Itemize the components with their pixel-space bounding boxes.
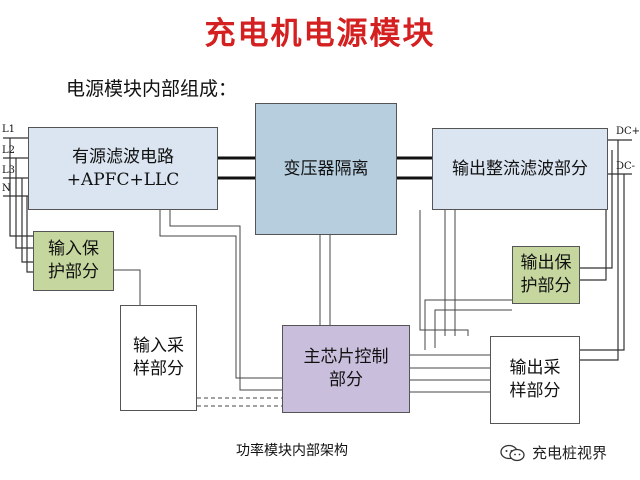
controller-block: 主芯片控制 部分 [282, 325, 410, 413]
input-protect-block: 输入保 护部分 [33, 231, 114, 291]
port-l2: L2 [2, 145, 16, 156]
transformer-block: 变压器隔离 [255, 103, 397, 235]
wechat-icon [500, 444, 525, 461]
input-sample-block: 输入采 样部分 [120, 305, 197, 411]
rectifier-block: 输出整流滤波部分 [432, 128, 608, 210]
port-l1: L1 [2, 124, 16, 135]
watermark: 充电桩视界 [500, 442, 607, 463]
port-dc-plus: DC+ [616, 126, 640, 137]
input-lines [3, 137, 33, 273]
output-protect-block: 输出保 护部分 [512, 246, 580, 304]
port-l3: L3 [2, 165, 16, 176]
output-sample-block: 输出采 样部分 [490, 336, 580, 424]
dashed-link [197, 397, 282, 407]
output-lines [580, 139, 632, 361]
page-title: 充电机电源模块 [204, 16, 436, 52]
signal-lines [114, 210, 512, 393]
subtitle: 电源模块内部组成： [66, 78, 238, 100]
port-n: N [2, 183, 11, 194]
figure-caption: 功率模块内部架构 [236, 443, 348, 459]
watermark-text: 充电桩视界 [532, 444, 608, 462]
power-lines [218, 156, 432, 180]
port-dc-minus: DC- [616, 161, 636, 172]
filter-block: 有源滤波电路 +APFC+LLC [28, 127, 218, 210]
